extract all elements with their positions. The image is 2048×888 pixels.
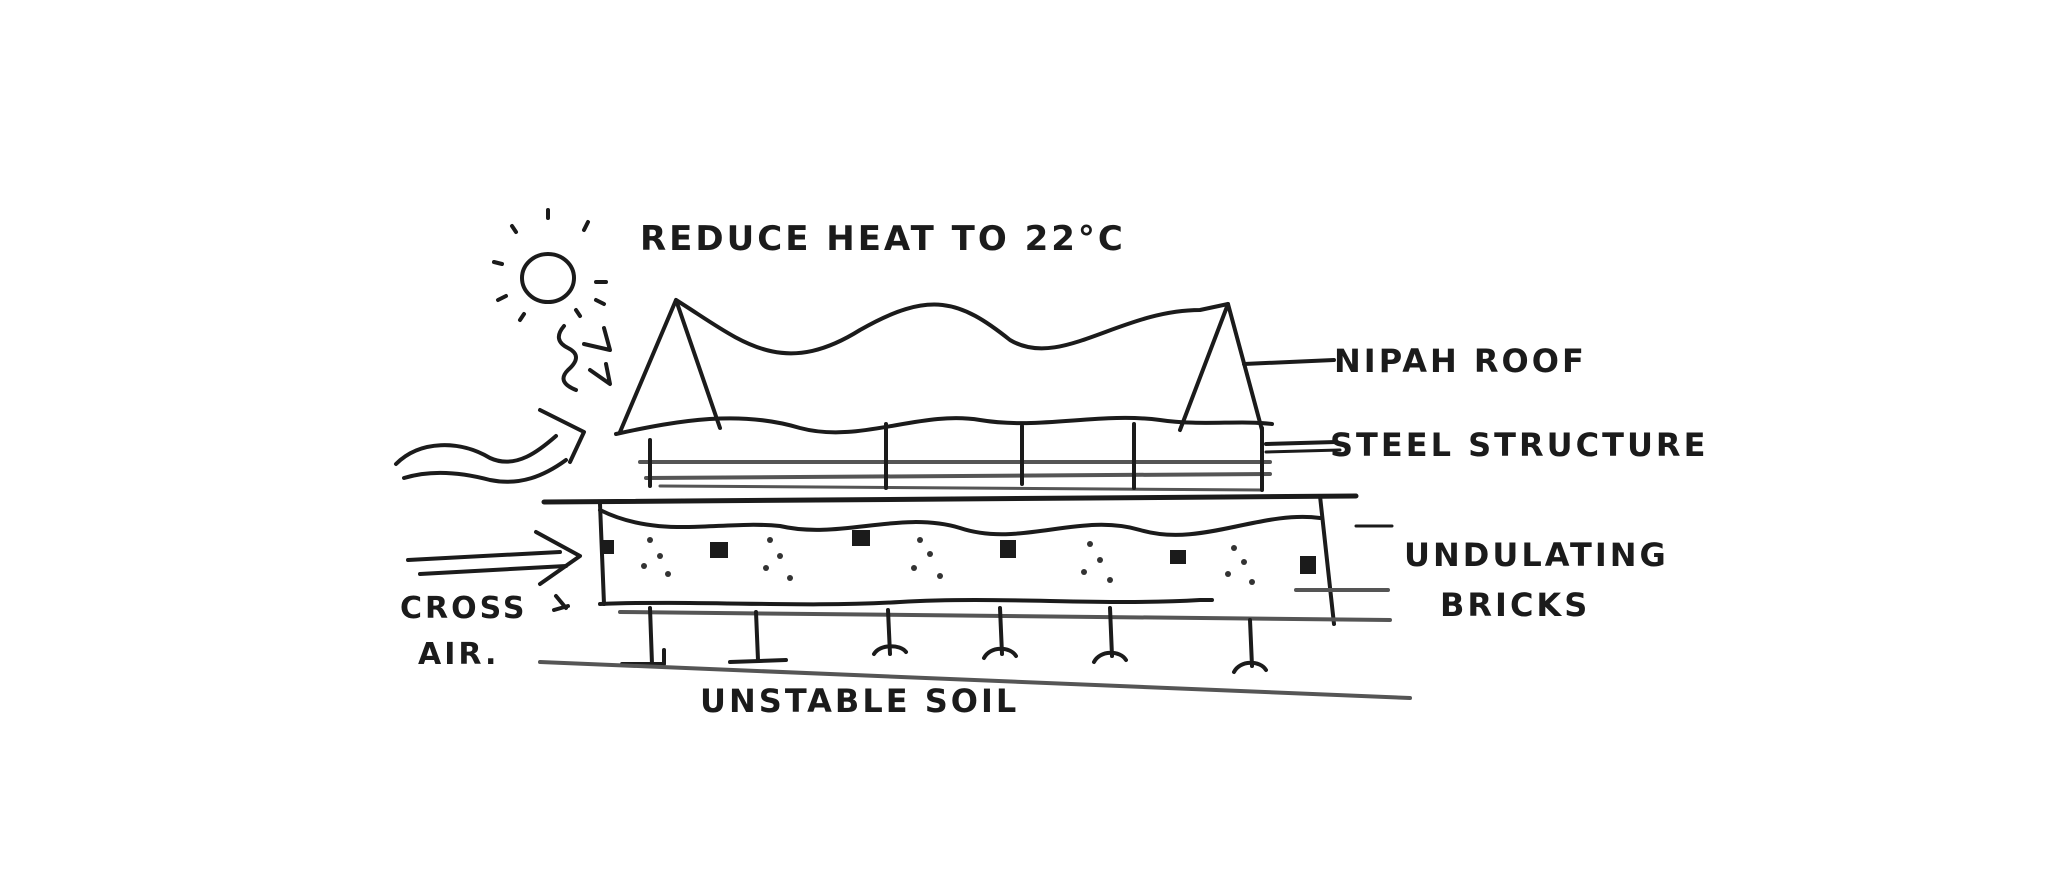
heat-reduction-note: REDUCE HEAT TO 22°C xyxy=(640,219,1126,259)
unstable-soil-label: UNSTABLE SOIL xyxy=(700,682,1019,720)
sun-icon xyxy=(492,208,612,392)
steel-structure xyxy=(614,415,1342,492)
ground-line xyxy=(538,660,1412,700)
nipah-roof xyxy=(618,298,1336,434)
nipah-roof-label: NIPAH ROOF xyxy=(1334,342,1587,380)
undulating-bricks-label-line2: BRICKS xyxy=(1440,586,1590,624)
cross-air-label-line2: AIR. xyxy=(418,637,499,672)
cross-air-label-line1: CROSS xyxy=(400,591,528,626)
steel-structure-label: STEEL STRUCTURE xyxy=(1330,426,1708,464)
cross-air-arrows xyxy=(394,408,586,612)
undulating-bricks-label-line1: UNDULATING xyxy=(1404,536,1669,574)
undulating-bricks-wall xyxy=(541,493,1392,626)
